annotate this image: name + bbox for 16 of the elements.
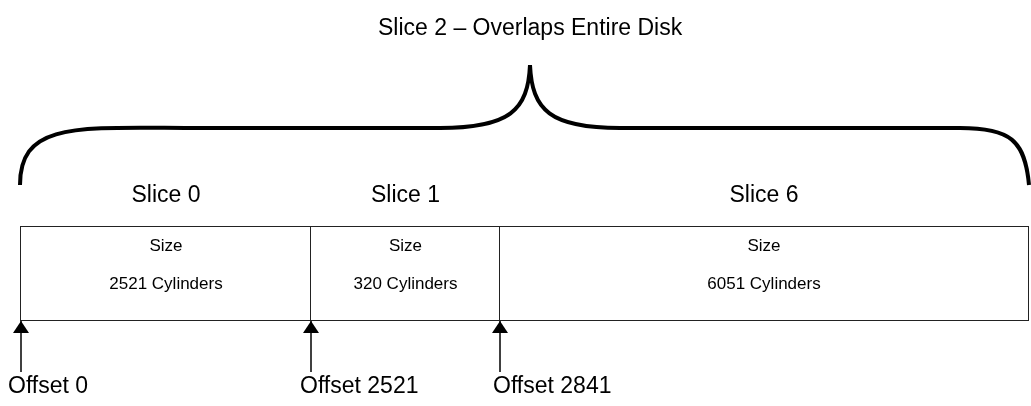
slice-label: Slice 0 — [130, 180, 202, 208]
brace-label: Slice 2 – Overlaps Entire Disk — [378, 14, 683, 41]
slice-size-value: 320 Cylinders — [352, 273, 459, 295]
arrow — [303, 320, 319, 373]
offset-label: Offset 0 — [8, 372, 89, 398]
slice-size-label: Size — [387, 235, 424, 257]
slice-size-label: Size — [148, 235, 184, 257]
slice-size-value: 6051 Cylinders — [706, 273, 822, 295]
arrow — [492, 320, 508, 373]
slice-label: Slice 1 — [369, 180, 441, 208]
slice-size-value: 2521 Cylinders — [108, 273, 224, 295]
offset-label: Offset 2521 — [300, 372, 419, 398]
arrow — [13, 320, 29, 373]
slice-label: Slice 6 — [728, 180, 800, 208]
slice-size-label: Size — [746, 235, 782, 257]
offset-label: Offset 2841 — [493, 372, 612, 398]
